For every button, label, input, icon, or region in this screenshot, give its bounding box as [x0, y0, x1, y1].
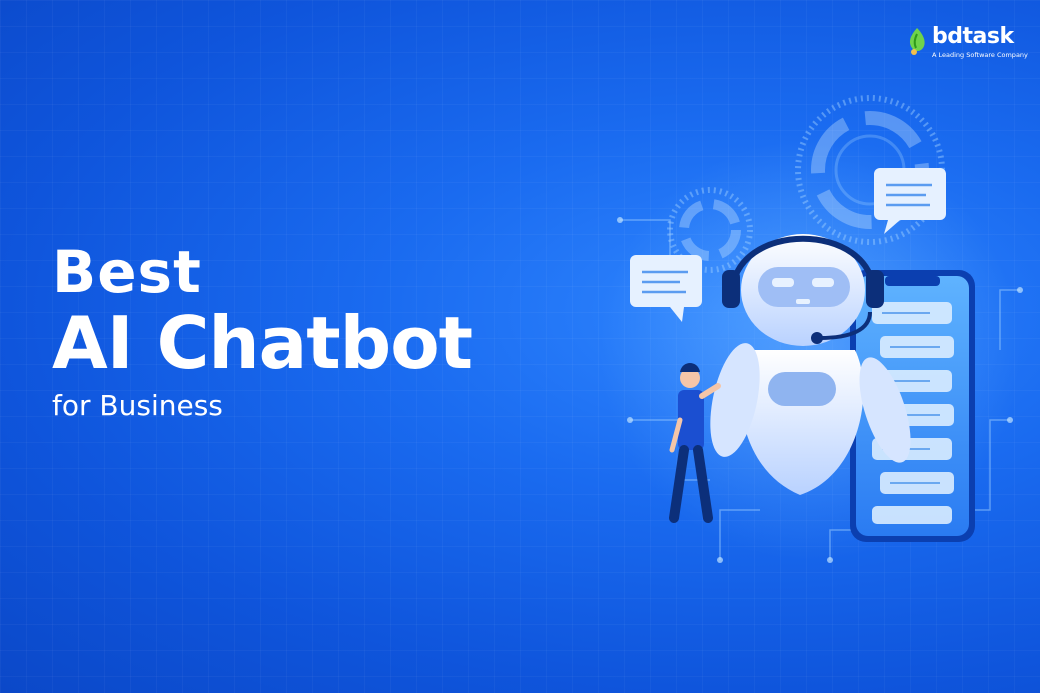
- chat-bubble-icon: [874, 168, 946, 234]
- logo-wordmark: bdtask: [932, 24, 1014, 49]
- brand-logo[interactable]: bdtask A Leading Software Company: [906, 24, 1028, 64]
- headline-line-main: AI Chatbot: [52, 301, 473, 385]
- chatbot-illustration: [600, 95, 1023, 563]
- headset-icon: [729, 235, 877, 340]
- smartphone-icon: [850, 270, 975, 542]
- headline: Best AI Chatbot for Business: [52, 238, 473, 426]
- leaf-logo-icon: [909, 28, 925, 55]
- chat-bubble-icon: [630, 255, 702, 322]
- logo-tagline: A Leading Software Company: [932, 51, 1028, 59]
- robot-icon: [710, 234, 911, 495]
- headline-line-sub: for Business: [52, 389, 223, 422]
- gear-icon: [667, 187, 753, 273]
- headline-line-best: Best: [52, 238, 202, 306]
- person-icon: [669, 363, 721, 523]
